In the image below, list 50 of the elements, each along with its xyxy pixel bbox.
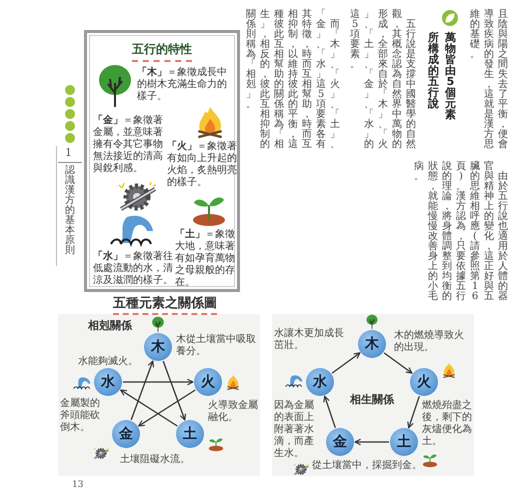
arrow	[120, 389, 178, 427]
element-description: 「土」＝象徵大地，意味著有如孕育萬物之母親般的存在。	[175, 229, 235, 289]
diagram-title: 五種元素之關係圖	[113, 294, 217, 315]
edge-label: 木從土壤當中吸取養分。	[176, 334, 256, 358]
panel-heading: 相剋關係	[88, 318, 132, 333]
element-circle: 金	[326, 428, 354, 456]
edge-label: 因為金屬的表面上附著著水滴，而產生水。	[274, 400, 315, 460]
body-paragraph: 而「木」、「火」、「土」、「金」、「水」這5項要素各有其特徵，時而互相幫助，時而互相抑制，以維持彼此的平衡，這種彼此互相幫助的關係稱為「相生」，相反的，彼此互相抑制的關係則稱為「相剋」。	[246, 10, 340, 150]
panel-title: 五行的特性	[132, 41, 192, 62]
element-circle: 火	[194, 368, 222, 396]
chapter-title: 認識漢方的基本原則	[65, 166, 75, 256]
edge-label: 從土壤當中，採掘到金。	[312, 460, 422, 472]
element-circle: 土	[176, 420, 204, 448]
body-paragraph: 且陰與陽之間失去了平衡，便會導致疾病的發生，這就是漢方思維的基礎。	[470, 10, 508, 150]
page-number: 13	[72, 480, 84, 490]
body-paragraph: 五行說是支撐中國醫學的自然觀，其概念認為自然界中萬物的形成，全部來自於「木」、「火」、「土」、「金」、「水」的這5項要素。	[350, 10, 416, 150]
edge-label: 燃燒殆盡之後，剩下的灰燼便化為土。	[422, 400, 472, 448]
section-heading: 萬物皆由5個元素所構成的五行說	[428, 32, 456, 120]
arrow	[162, 360, 186, 420]
arrow	[138, 389, 196, 427]
element-circle: 木	[358, 330, 386, 358]
element-circle: 水	[306, 368, 334, 396]
element-circle: 土	[390, 428, 418, 456]
edge-label: 水能夠滅火。	[78, 356, 139, 368]
info-panel	[84, 30, 240, 292]
arrow	[332, 352, 360, 374]
element-description: 「水」＝象徵著往低處流動的水，清涼及滋潤的樣子。	[93, 251, 174, 287]
chapter-number: 1	[65, 146, 72, 159]
element-circle: 水	[94, 368, 122, 396]
element-circle: 金	[112, 420, 140, 448]
panel-heading: 相生關係	[350, 392, 394, 407]
edge-label: 火導致金屬融化。	[208, 400, 258, 424]
arrow	[323, 396, 336, 428]
arrow	[130, 360, 154, 420]
arrow	[123, 378, 194, 386]
element-description: 「金」＝象徵著金屬，並意味著擁有令其它事物無法接近的清高與銳利感。	[93, 115, 164, 175]
arrow	[384, 352, 412, 374]
element-circle: 火	[410, 368, 438, 396]
diagram-panel	[272, 314, 474, 476]
diagram-panel	[58, 314, 260, 476]
element-circle: 木	[144, 333, 172, 361]
edge-label: 土壤阻礙水流。	[120, 454, 191, 466]
element-description: 「火」＝象徵著有如向上升起的火焰，炙熱明亮的樣子。	[167, 141, 237, 189]
edge-label: 金屬製的斧頭能砍倒木。	[60, 398, 101, 434]
edge-label: 木的燃燒導致火的出現。	[394, 330, 465, 354]
arrow	[407, 396, 420, 428]
body-paragraph: 由於五行說也適用於人體的器官與精神上的變化，這正好與五臟的思維相呼應(請參照第16頁)。漢方認為，只要依據五行說的理論，將身體調整到均衡的狀態，就能慢慢改善身上的小毛病。	[414, 162, 508, 302]
element-description: 「木」＝象徵成長中的樹木充滿生命力的樣子。	[137, 67, 228, 103]
edge-label: 水讓木更加成長茁壯。	[274, 328, 345, 352]
arrow	[354, 438, 389, 446]
